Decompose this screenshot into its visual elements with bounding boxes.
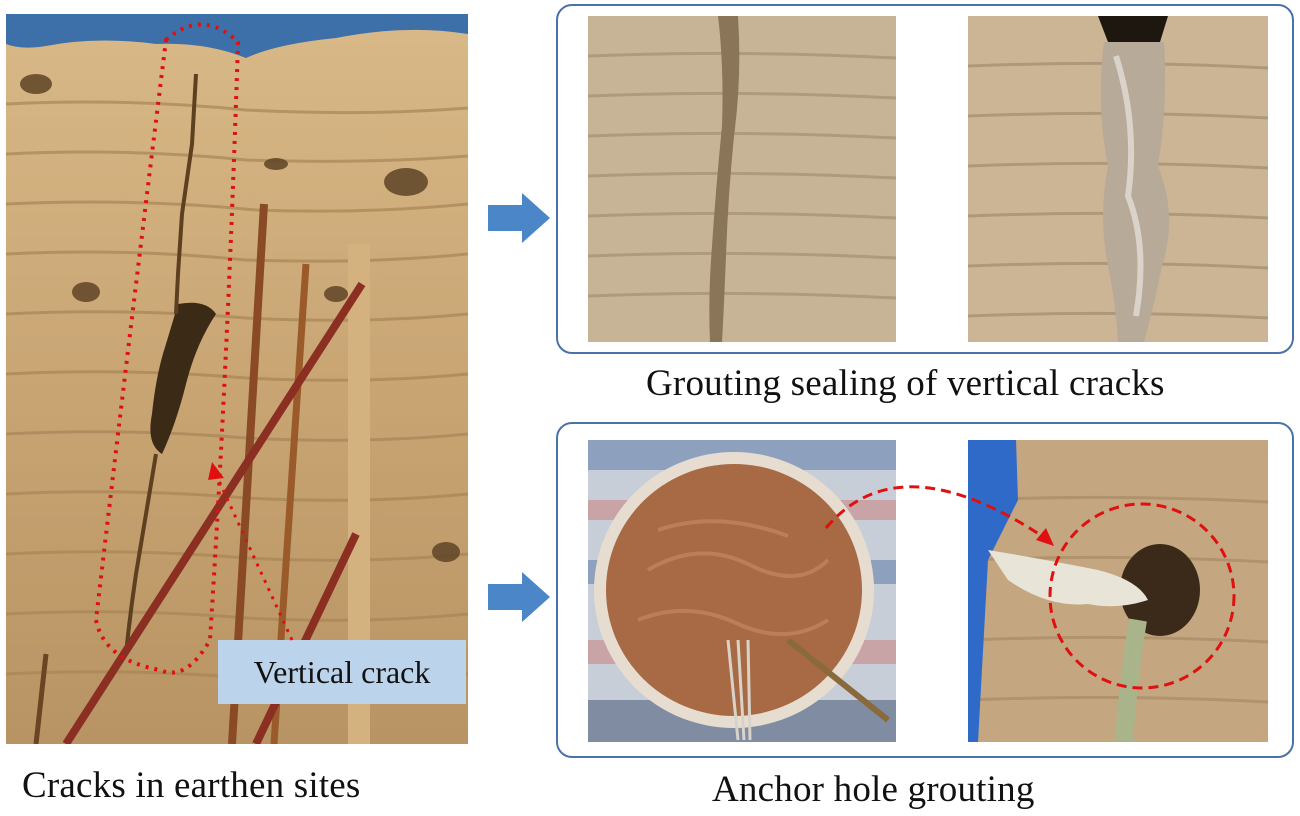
sealed-wide-crack-photo [968, 16, 1268, 342]
right-arrow-icon [488, 572, 550, 622]
main-photo-caption: Cracks in earthen sites [22, 765, 361, 806]
grout-mixing-bowl-photo [588, 440, 896, 742]
crack-sealing-caption: Grouting sealing of vertical cracks [646, 363, 1165, 404]
right-arrow-icon [488, 193, 550, 243]
anchor-hole-grouting-photo [968, 440, 1268, 742]
sealed-narrow-crack-photo [588, 16, 896, 342]
vertical-crack-label: Vertical crack [218, 640, 466, 704]
earthen-wall-crack-photo [6, 14, 468, 744]
anchor-grouting-caption: Anchor hole grouting [712, 769, 1035, 810]
